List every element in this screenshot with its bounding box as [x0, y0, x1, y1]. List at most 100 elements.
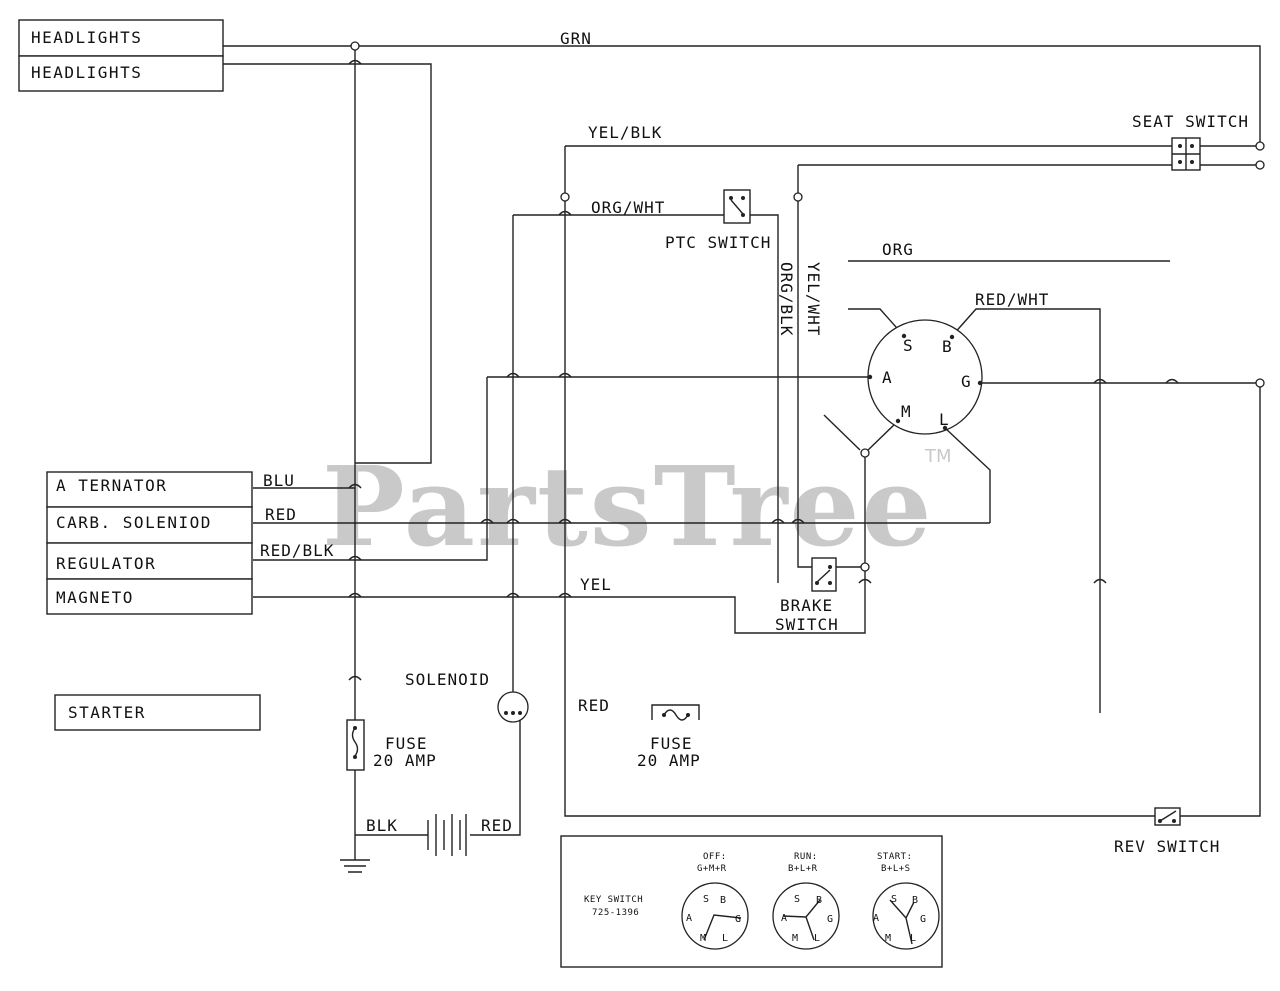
- regulator-label: REGULATOR: [56, 554, 156, 573]
- regulator-box: [46, 542, 253, 580]
- wire-red-battery: [470, 720, 521, 836]
- svg-text:S: S: [891, 894, 897, 905]
- svg-text:A: A: [873, 913, 879, 924]
- fuse-mid-label-1: FUSE: [650, 734, 693, 753]
- key-switch: S B A G M L: [867, 319, 983, 435]
- alternator-box: [46, 471, 253, 508]
- ptc-switch-body: [723, 189, 751, 224]
- brake-switch-body: [811, 557, 837, 592]
- wire-headlights-loop: [223, 63, 432, 464]
- svg-text:A: A: [781, 913, 787, 924]
- magneto-label: MAGNETO: [56, 588, 134, 607]
- wire-yel: [253, 453, 866, 634]
- alternator-label: A TERNATOR: [56, 476, 167, 495]
- ground-symbol: [340, 859, 370, 873]
- svg-text:G: G: [827, 914, 833, 925]
- wire-m-lead: [864, 420, 899, 454]
- label-yel: YEL: [580, 575, 612, 594]
- svg-text:A: A: [686, 913, 692, 924]
- label-yel-wht: YEL/WHT: [804, 262, 823, 336]
- fuse-left-label-1: FUSE: [385, 734, 428, 753]
- starter-box: [54, 694, 261, 731]
- headlights-label-2: HEADLIGHTS: [31, 63, 142, 82]
- battery: [427, 814, 467, 856]
- label-org-blk: ORG/BLK: [777, 262, 796, 336]
- brake-switch-label-2: SWITCH: [775, 615, 839, 634]
- wire-grn: [223, 45, 1261, 146]
- label-red-wht: RED/WHT: [975, 290, 1049, 309]
- svg-text:M: M: [885, 933, 891, 944]
- label-grn: GRN: [560, 29, 592, 48]
- battery-cells: [427, 814, 467, 856]
- wire-rev-return: [1180, 383, 1261, 817]
- svg-text:L: L: [814, 933, 820, 944]
- wires: [223, 45, 1261, 873]
- junctions: [350, 41, 1265, 572]
- legend-start-combo: B+L+S: [881, 864, 911, 874]
- legend-title-1: KEY SWITCH: [584, 895, 643, 905]
- key-switch-terminal-l: L: [939, 410, 950, 429]
- wire-red-wht: [951, 308, 1101, 713]
- label-red-battery: RED: [481, 816, 513, 835]
- label-blk: BLK: [366, 816, 398, 835]
- headlights-label-1: HEADLIGHTS: [31, 28, 142, 47]
- wire-yel-wht-vertical: [797, 165, 812, 568]
- legend-run-label: RUN:: [794, 852, 818, 862]
- watermark-text: PartsTree: [322, 442, 934, 571]
- starter-block: STARTER: [54, 694, 261, 731]
- svg-text:M: M: [792, 933, 798, 944]
- starter-label: STARTER: [68, 703, 146, 722]
- legend-start-label: START:: [877, 852, 913, 862]
- rev-switch: REV SWITCH: [1114, 807, 1220, 856]
- legend-dial-run: S B A G M L: [772, 882, 840, 950]
- key-switch-terminal-b: B: [942, 337, 953, 356]
- svg-text:G: G: [920, 914, 926, 925]
- label-yel-blk: YEL/BLK: [588, 123, 662, 142]
- key-switch-terminal-s: S: [903, 336, 914, 355]
- wire-red-blk: [355, 377, 488, 561]
- wire-m-stub: [823, 414, 861, 451]
- fuse-left-label-2: 20 AMP: [373, 751, 437, 770]
- label-org-wht: ORG/WHT: [591, 198, 665, 217]
- headlights-box-2: [18, 55, 224, 92]
- solenoid: SOLENOID: [405, 670, 529, 723]
- svg-text:S: S: [703, 894, 709, 905]
- fuse-mid-body: [651, 704, 700, 720]
- legend-off-label: OFF:: [703, 852, 727, 862]
- carb-solenoid-label: CARB. SOLENIOD: [56, 513, 212, 532]
- svg-text:B: B: [720, 895, 726, 906]
- ptc-switch: PTC SWITCH: [665, 189, 771, 252]
- headlights-block: HEADLIGHTS HEADLIGHTS: [18, 19, 224, 92]
- label-red-carb: RED: [265, 505, 297, 524]
- solenoid-label: SOLENOID: [405, 670, 490, 689]
- key-switch-terminal-a: A: [882, 368, 893, 387]
- ptc-switch-label: PTC SWITCH: [665, 233, 771, 252]
- rev-switch-label: REV SWITCH: [1114, 837, 1220, 856]
- watermark-tm: TM: [924, 446, 952, 467]
- key-switch-legend: KEY SWITCH 725-1396 OFF: G+M+R RUN: B+L+…: [560, 835, 943, 968]
- svg-text:B: B: [816, 895, 822, 906]
- label-red-blk: RED/BLK: [260, 541, 334, 560]
- fuse-mid-label-2: 20 AMP: [637, 751, 701, 770]
- fuse-mid: FUSE 20 AMP: [637, 704, 701, 770]
- fuse-left-body: [346, 719, 365, 771]
- key-switch-terminal-g: G: [961, 372, 972, 391]
- wire-l-lead: [944, 427, 991, 523]
- legend-run-combo: B+L+R: [788, 864, 818, 874]
- svg-text:B: B: [912, 895, 918, 906]
- svg-text:S: S: [794, 894, 800, 905]
- brake-switch: BRAKE SWITCH: [775, 557, 839, 634]
- wire-s-lead: [848, 308, 905, 337]
- brake-switch-label-1: BRAKE: [780, 596, 833, 615]
- wire-labels: GRN YEL/BLK ORG/WHT ORG RED/WHT ORG/BLK …: [260, 29, 1049, 835]
- wire-yel-blk-vertical: [564, 146, 1155, 817]
- svg-text:L: L: [722, 933, 728, 944]
- label-blu: BLU: [263, 471, 295, 490]
- crossovers: [348, 59, 1179, 681]
- seat-switch-label: SEAT SWITCH: [1132, 112, 1249, 131]
- label-org: ORG: [882, 240, 914, 259]
- svg-text:M: M: [700, 933, 706, 944]
